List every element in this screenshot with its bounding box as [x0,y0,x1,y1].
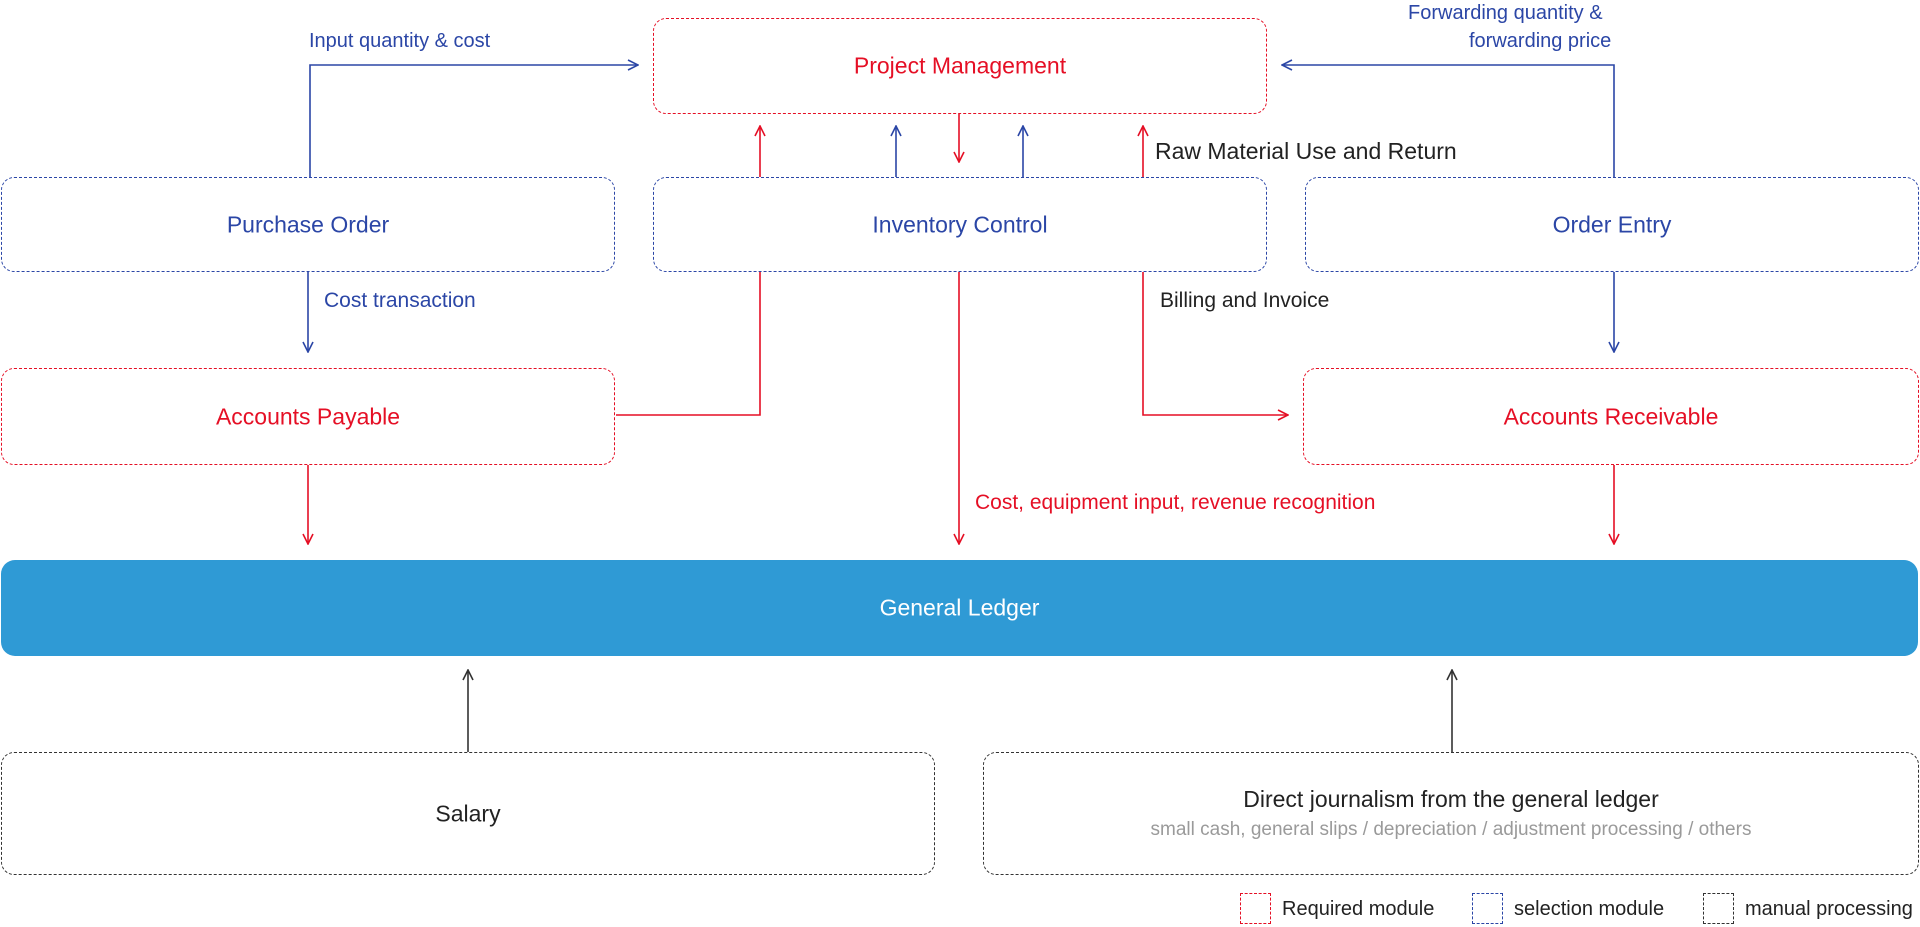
legend-manual-label: manual processing [1745,898,1913,920]
legend-selection-label: selection module [1514,898,1665,920]
accounts-payable-box: Accounts Payable [1,368,615,465]
cost-transaction-label: Cost transaction [324,289,476,312]
forwarding-quantity-label: Forwarding quantity & [1408,2,1603,24]
legend-required-label: Required module [1282,898,1435,920]
input-quantity-cost-label: Input quantity & cost [309,30,491,52]
project-management-label: Project Management [853,52,1067,79]
order-entry-box: Order Entry [1305,177,1919,272]
inventory-control-label: Inventory Control [872,211,1048,237]
legend-manual-swatch [1703,893,1734,924]
salary-label: Salary [435,800,501,826]
edge-inventory-to-receivable [1142,272,1288,415]
legend-required-swatch [1240,893,1271,924]
accounts-receivable-label: Accounts Receivable [1503,403,1719,429]
general-ledger-bar: General Ledger [1,560,1918,656]
edge-order-entry-to-project [1282,65,1615,177]
inventory-control-box: Inventory Control [653,177,1267,272]
salary-box: Salary [1,752,935,875]
direct-journal-sub-label: small cash, general slips / depreciation… [1150,819,1752,840]
accounts-payable-label: Accounts Payable [215,403,401,429]
cost-equipment-label: Cost, equipment input, revenue recogniti… [975,491,1376,514]
direct-journal-box: Direct journalism from the general ledge… [983,752,1919,875]
purchase-order-box: Purchase Order [1,177,615,272]
general-ledger-label: General Ledger [879,594,1040,621]
project-management-box: Project Management [653,18,1267,114]
forwarding-price-label: forwarding price [1469,30,1612,52]
purchase-order-label: Purchase Order [226,211,390,237]
legend-selection-swatch [1472,893,1503,924]
direct-journal-label: Direct journalism from the general ledge… [1243,786,1659,812]
edge-purchase-to-project [309,65,638,177]
edge-payable-inventory [616,272,761,416]
accounts-receivable-box: Accounts Receivable [1303,368,1919,465]
raw-material-label: Raw Material Use and Return [1155,138,1457,164]
billing-invoice-label: Billing and Invoice [1160,289,1330,312]
order-entry-label: Order Entry [1552,211,1672,237]
